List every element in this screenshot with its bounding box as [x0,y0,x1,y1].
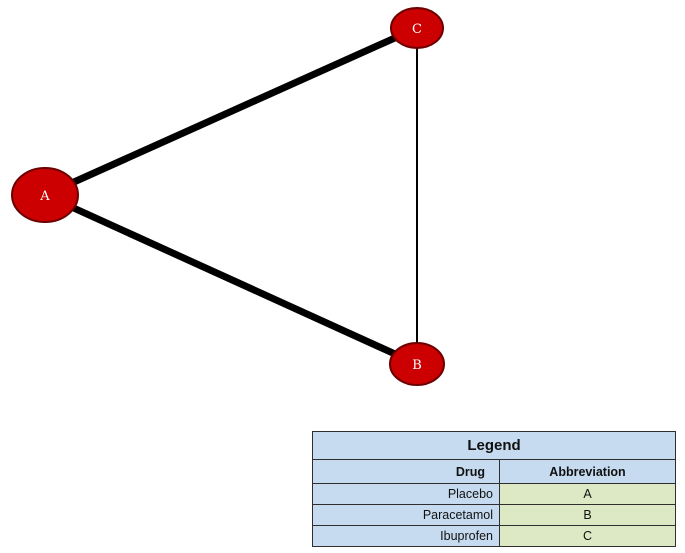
node-a: A [11,167,79,223]
node-c: C [390,7,444,49]
legend-drug: Placebo [312,483,500,505]
node-c-label: C [412,22,422,37]
legend-drug: Ibuprofen [312,525,500,547]
node-b-label: B [412,358,422,373]
legend-abbreviation: C [499,525,676,547]
edge-a-b [43,191,419,368]
edge-a-c [43,24,419,199]
legend-drug: Paracetamol [312,504,500,526]
legend-row: Placebo A [312,483,676,505]
legend-abbreviation: B [499,504,676,526]
legend-abbreviation: A [499,483,676,505]
network-diagram: A B C [11,7,445,386]
legend-title: Legend [312,431,676,460]
legend-header-abbreviation: Abbreviation [499,459,676,484]
legend-header-drug: Drug [312,459,500,484]
node-b: B [389,342,445,386]
legend-row: Paracetamol B [312,504,676,526]
legend-row: Ibuprofen C [312,525,676,547]
node-a-label: A [39,189,50,204]
legend-table: Legend Drug Abbreviation Placebo A Parac… [312,431,676,547]
